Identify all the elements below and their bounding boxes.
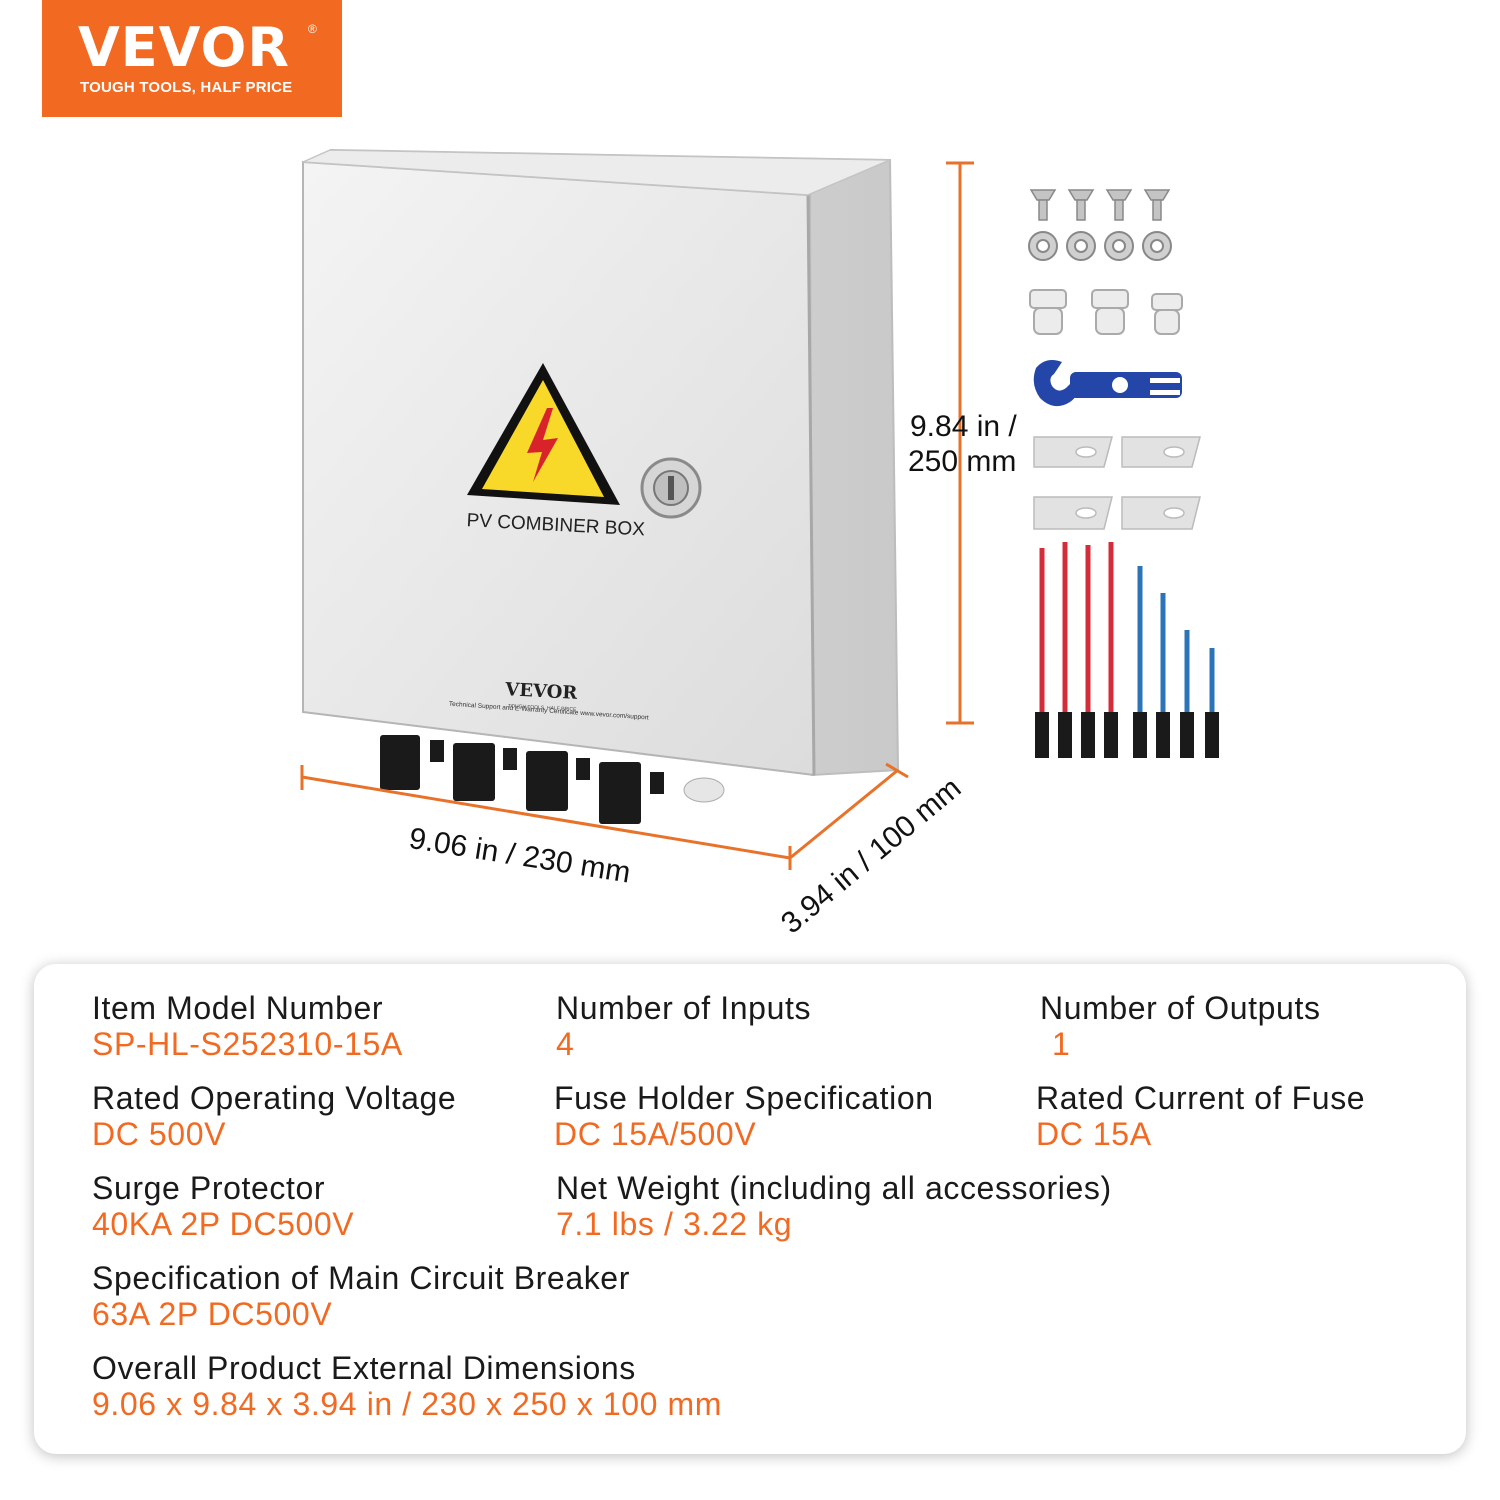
spec-rated-operating-voltage: Rated Operating Voltage DC 500V — [92, 1080, 456, 1152]
spec-label: Rated Operating Voltage — [92, 1080, 457, 1116]
spec-surge-protector: Surge Protector 40KA 2P DC500V — [92, 1170, 354, 1242]
spec-fuse-holder: Fuse Holder Specification DC 15A/500V — [554, 1080, 934, 1152]
screw-icon — [1029, 189, 1171, 221]
spec-rated-current-of-fuse: Rated Current of Fuse DC 15A — [1036, 1080, 1365, 1152]
height-dimension-label-line2: 250 mm — [908, 445, 1017, 478]
door-brand-tagline: TOUGH TOOLS, HALF PRICE — [508, 703, 577, 713]
combiner-box: PV COMBINER BOX VEVOR TOUGH TOOLS, HALF … — [302, 149, 900, 824]
logo-tagline: TOUGH TOOLS, HALF PRICE — [80, 79, 293, 96]
spec-value: 7.1 lbs / 3.22 kg — [556, 1206, 793, 1242]
logo-wordmark: VEVOR — [78, 16, 291, 79]
spec-value: DC 500V — [92, 1116, 227, 1152]
spec-value: 4 — [556, 1026, 575, 1062]
product-illustration: PV COMBINER BOX VEVOR TOUGH TOOLS, HALF … — [300, 149, 1219, 870]
spec-label: Specification of Main Circuit Breaker — [92, 1260, 630, 1296]
bottom-connectors — [380, 735, 725, 824]
cable-gland-icon — [1029, 289, 1183, 335]
spec-label: Number of Inputs — [556, 990, 812, 1026]
spec-value: 1 — [1052, 1026, 1071, 1062]
spec-label: Net Weight (including all accessories) — [556, 1170, 1112, 1206]
spec-value: 9.06 x 9.84 x 3.94 in / 230 x 250 x 100 … — [92, 1386, 723, 1422]
spec-value: 63A 2P DC500V — [92, 1296, 333, 1332]
spec-value: DC 15A/500V — [554, 1116, 757, 1152]
blue-cable-icon — [1133, 566, 1219, 758]
warning-triangle-icon — [467, 363, 620, 505]
registered-mark: ® — [308, 22, 317, 36]
spec-label: Overall Product External Dimensions — [92, 1350, 636, 1386]
spec-label: Number of Outputs — [1040, 990, 1321, 1026]
spec-overall-dimensions: Overall Product External Dimensions 9.06… — [92, 1350, 722, 1422]
depth-dimension-line — [789, 768, 899, 860]
width-dimension-line — [301, 775, 791, 860]
spec-net-weight: Net Weight (including all accessories) 7… — [556, 1170, 1112, 1242]
spec-number-of-inputs: Number of Inputs 4 — [556, 990, 811, 1062]
spec-value: 40KA 2P DC500V — [92, 1206, 355, 1242]
specifications-card: Item Model Number SP-HL-S252310-15A Numb… — [34, 964, 1466, 1454]
accessories — [1028, 189, 1219, 758]
height-dimension-label-line1: 9.84 in / — [910, 410, 1017, 443]
door-brand-label: VEVOR — [504, 679, 579, 704]
spec-value: SP-HL-S252310-15A — [92, 1026, 403, 1062]
spec-main-circuit-breaker: Specification of Main Circuit Breaker 63… — [92, 1260, 630, 1332]
brand-logo: VEVOR ® TOUGH TOOLS, HALF PRICE — [42, 0, 342, 117]
door-lock-icon — [640, 457, 702, 519]
spec-label: Rated Current of Fuse — [1036, 1080, 1366, 1116]
mounting-bracket-icon — [1033, 436, 1201, 530]
red-cable-icon — [1035, 542, 1118, 758]
dimension-lines — [300, 161, 974, 870]
spec-value: DC 15A — [1036, 1116, 1152, 1152]
spec-label: Item Model Number — [92, 990, 384, 1026]
spec-number-of-outputs: Number of Outputs 1 — [1040, 990, 1321, 1062]
spanner-wrench-icon — [1033, 360, 1182, 407]
spec-label: Fuse Holder Specification — [554, 1080, 934, 1116]
washer-icon — [1028, 231, 1172, 261]
spec-label: Surge Protector — [92, 1170, 326, 1206]
spec-model-number: Item Model Number SP-HL-S252310-15A — [92, 990, 403, 1062]
